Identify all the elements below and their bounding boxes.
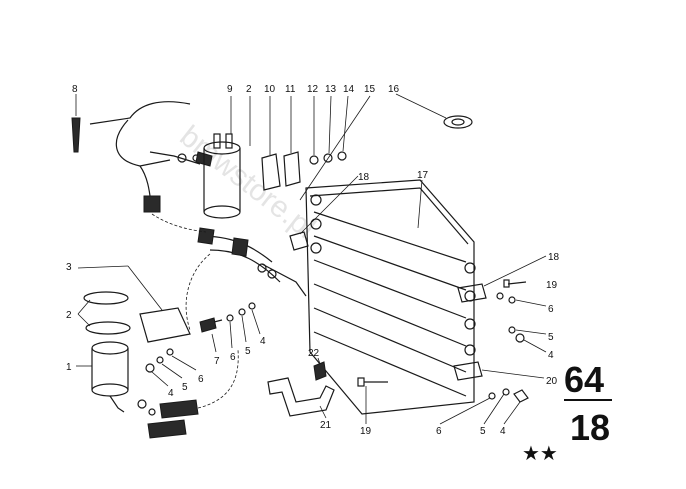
part-5-washer-mid[interactable] [238,308,247,343]
label-18-upper: 18 [358,172,370,183]
hose-middle[interactable] [151,213,307,331]
label-6-left: 6 [198,374,204,385]
part-4-nut-right[interactable] [515,333,547,353]
label-6-mid: 6 [230,352,236,363]
part-3-bracket[interactable] [77,265,191,343]
lower-fittings[interactable] [137,349,239,439]
part-20-bracket-lower[interactable] [453,361,545,381]
label-4-mid: 4 [260,336,266,347]
part-6-washer-left[interactable] [166,348,197,371]
label-9: 9 [227,84,233,95]
part-8-plug[interactable] [71,94,81,153]
part-4-nut-mid[interactable] [248,302,261,335]
part-1-receiver[interactable] [76,341,129,413]
label-19-bottom: 19 [360,426,372,437]
part-4-nut-bottom[interactable] [503,389,529,425]
label-5-left: 5 [182,382,188,393]
part-6-washer-bottom[interactable] [439,392,496,425]
label-5-mid: 5 [245,346,251,357]
group-number: 64 18 [564,359,612,448]
part-18-bracket-right[interactable] [457,255,547,303]
part-10-bracket[interactable] [261,96,281,191]
label-5-bottom: 5 [480,426,486,437]
label-15: 15 [364,84,376,95]
label-16: 16 [388,84,400,95]
part-9-receiver-drier[interactable] [203,96,241,219]
label-12: 12 [307,84,319,95]
label-2-top: 2 [246,84,252,95]
part-19-bolt-right[interactable] [503,279,527,288]
part-13-washer[interactable] [323,95,333,163]
part-5-washer-right[interactable] [508,326,547,335]
label-4-left: 4 [168,388,174,399]
label-6-right: 6 [548,304,554,315]
label-2-left: 2 [66,310,72,321]
label-20: 20 [546,376,558,387]
label-19-right: 19 [546,280,558,291]
part-11-bracket[interactable] [283,96,301,187]
part-labels: 8 9 2 10 11 12 13 14 15 16 17 18 18 19 6… [66,84,560,437]
part-5-washer-bottom[interactable] [483,388,510,425]
label-22: 22 [308,348,320,359]
part-14-nut[interactable] [337,95,349,161]
label-17: 17 [417,170,429,181]
part-18-bracket-upper[interactable] [289,175,359,251]
part-17-condenser[interactable] [305,179,476,415]
rating-stars: ★★ [522,441,558,465]
part-21-mounting-bracket[interactable] [267,377,335,419]
label-3: 3 [66,262,72,273]
part-4-nut-left[interactable] [145,363,169,387]
part-6-washer-right[interactable] [496,292,547,307]
group-sub-number: 18 [570,407,610,448]
part-12-washer[interactable] [309,96,319,165]
label-7: 7 [214,356,220,367]
part-19-bolt-bottom[interactable] [357,377,388,424]
label-13: 13 [325,84,337,95]
hose-upper[interactable] [89,101,213,213]
label-10: 10 [264,84,276,95]
label-4-right: 4 [548,350,554,361]
part-6-washer-mid[interactable] [226,314,234,349]
label-14: 14 [343,84,355,95]
part-15-bolt[interactable] [299,95,371,201]
label-8: 8 [72,84,78,95]
part-7-valve[interactable] [199,317,223,353]
part-5-washer-left[interactable] [156,356,183,379]
label-4-bottom: 4 [500,426,506,437]
part-2-hose-clamps[interactable] [77,291,131,335]
label-1: 1 [66,362,72,373]
part-16-seal-ring[interactable] [395,93,473,129]
label-6-bottom: 6 [436,426,442,437]
part-22-clip[interactable] [313,357,327,381]
label-11: 11 [285,84,296,95]
group-main-number: 64 [564,359,604,400]
label-21: 21 [320,420,332,431]
label-18-right: 18 [548,252,560,263]
label-5-right: 5 [548,332,554,343]
